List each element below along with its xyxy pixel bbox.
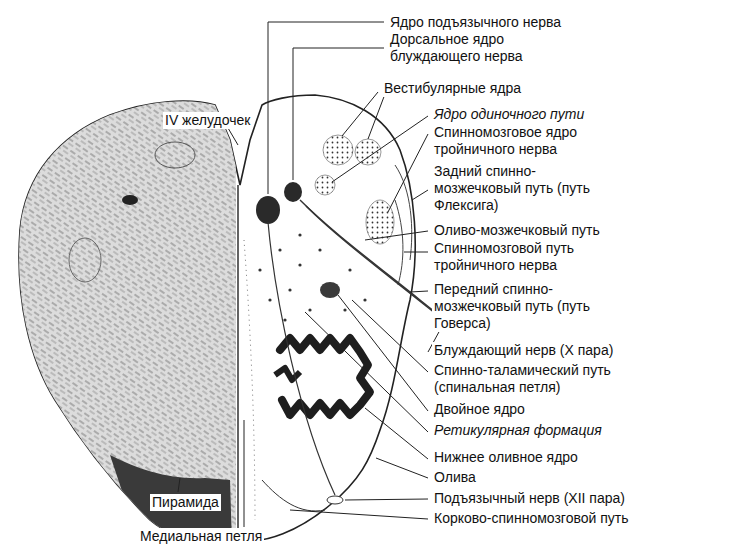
vestibular-nucleus [355,139,381,165]
structure-label: Ядро подъязычного нерва [388,14,563,31]
leader-line [290,510,428,519]
left-nucleus [155,142,195,168]
left-tract [69,238,101,282]
structure-label: Задний спинно-мозжечковый путь (путь Фле… [432,163,604,214]
hypoglossal-nerve-cut [327,496,343,504]
structure-label: Корково-спинномозговой путь [432,510,631,527]
spinocerebellar-tract [395,165,412,260]
leader-line [228,128,238,145]
leader-line [178,478,180,492]
leader-line [338,295,428,411]
hypoglossal-nerve [268,222,335,495]
structure-label: IV желудочек [163,112,252,129]
vagus-nerve [306,206,450,325]
vagus-nerve [300,200,445,320]
corticospinal-tract [262,480,325,511]
leader-line [305,312,428,432]
leader-line [412,190,428,200]
leader-lines [178,22,440,527]
accessory-olive [275,368,300,380]
structure-label: Спинно-таламический путь (спинальная пет… [432,362,637,396]
reticular-dots [258,233,366,321]
structure-label: Спинномозговое ядро тройничного нерва [432,124,594,158]
leader-line [388,134,428,212]
structure-label: Оливо-мозжечковый путь [432,222,602,239]
left-half-texture [0,80,236,560]
solitary-nucleus [315,175,335,195]
structure-label: Ретикулярная формация [432,422,604,439]
dorsal-vagal-nucleus [284,182,302,202]
structure-label: Ядро одиночного пути [432,106,586,123]
leader-line [345,499,428,500]
leader-line [342,92,378,136]
structure-label: Олива [432,469,478,486]
leader-line [244,420,245,527]
hypoglossal-nucleus [256,196,280,224]
leader-line [293,48,384,180]
structure-label: Пирамида [150,494,221,511]
leader-line [332,116,428,182]
leader-line [410,291,428,292]
left-nucleus [122,195,138,205]
structure-label: Медиальная петля [138,528,264,545]
leader-line [365,231,428,240]
structure-label: Дорсальное ядро блуждающего нерва [388,31,538,65]
structure-label: Вестибулярные ядра [382,80,523,97]
structure-label: Двойное ядро [432,401,527,418]
structure-label: Нижнее оливное ядро [432,449,580,466]
vestibular-nucleus [323,135,353,165]
leader-line [352,300,428,372]
midline-raphe [237,185,238,540]
leader-line [404,252,428,253]
fiber-hatching [0,80,236,560]
medial-lemniscus [244,240,255,520]
structure-label: Передний спинно-мозжечковый путь (путь Г… [432,281,604,332]
nucleus-ambiguus [320,282,340,298]
leader-line [268,22,384,194]
leader-line [376,458,428,478]
leader-line [368,94,385,139]
trigeminal-tract [395,200,403,285]
structure-label: Блуждающий нерв (X пара) [432,342,615,359]
leader-line [365,408,428,459]
structure-label: Спинномозговой путь тройничного нерва [432,240,604,274]
structure-label: Подъязычный нерв (XII пара) [432,490,627,507]
